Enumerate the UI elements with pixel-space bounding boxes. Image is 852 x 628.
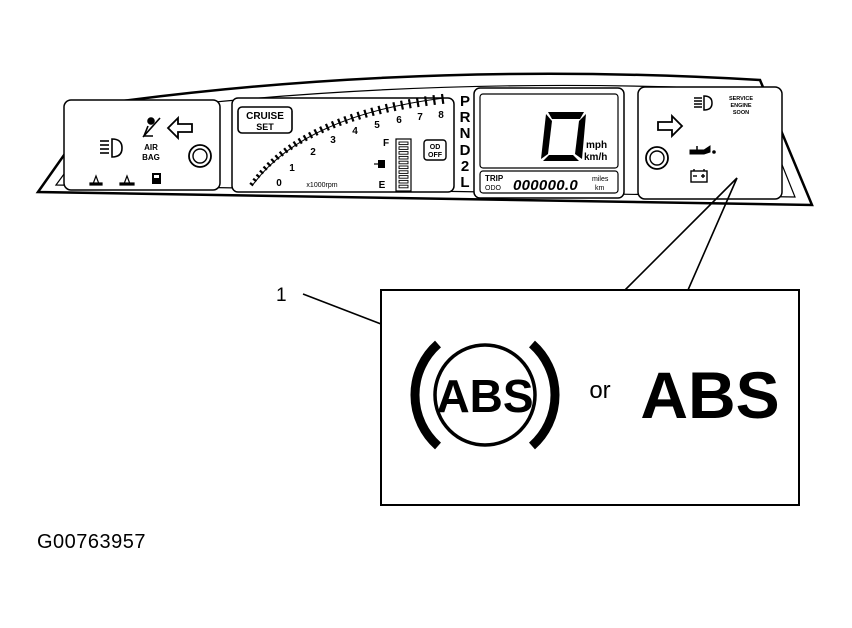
odo-unit-km: km — [595, 185, 605, 192]
fuel-segment — [398, 179, 409, 184]
abs-text-indicator: ABS — [640, 358, 779, 432]
right-panel-knob — [645, 146, 669, 170]
right-turn-arrow-icon — [657, 113, 684, 139]
gear-d: D — [460, 142, 471, 159]
high-beam-icon — [694, 95, 713, 111]
gear-selector-indicator: P R N D 2 L — [460, 93, 471, 191]
tach-number-8: 8 — [438, 110, 444, 121]
speed-unit-mph: mph — [586, 140, 607, 151]
fuel-segment — [398, 184, 409, 189]
service-engine-soon-line3: SOON — [733, 110, 749, 116]
tach-number-1: 1 — [289, 163, 295, 174]
tach-segment — [424, 96, 428, 107]
tach-segment — [283, 147, 289, 154]
odometer-value: 000000.0 — [513, 177, 578, 194]
abs-symbol-text: ABS — [436, 370, 533, 422]
fuel-bar-graph — [395, 138, 412, 192]
airbag-label-1: AIR — [144, 143, 158, 152]
fuel-segment — [398, 141, 409, 146]
left-panel-knob — [188, 144, 212, 168]
fuel-empty-label: E — [379, 180, 386, 191]
tach-unit-label: x1000rpm — [306, 182, 337, 189]
callout-number: 1 — [276, 285, 287, 306]
tach-segment — [337, 118, 342, 127]
tach-number-7: 7 — [417, 112, 423, 123]
tach-segment — [274, 154, 280, 160]
tach-segment — [287, 144, 294, 151]
callout-pointer — [624, 177, 738, 291]
tach-number-0: 0 — [276, 178, 282, 189]
tach-number-5: 5 — [374, 120, 380, 131]
left-indicator-panel — [63, 99, 221, 191]
gear-r: R — [460, 109, 471, 126]
speed-digit-segments — [541, 112, 586, 161]
fuel-segment — [398, 151, 409, 155]
airbag-icon — [142, 117, 161, 138]
figure-id: G00763957 — [37, 531, 147, 553]
tach-segment — [313, 128, 319, 136]
tach-segment — [432, 94, 436, 106]
trip-label: TRIP — [485, 174, 504, 183]
door-icon — [119, 174, 135, 186]
or-label: or — [589, 377, 610, 404]
set-label: SET — [256, 122, 274, 132]
tachometer-bar-graph — [249, 93, 445, 187]
tach-segment — [302, 134, 308, 142]
tach-segment — [308, 131, 314, 139]
od-off-indicator — [423, 139, 447, 161]
seatbelt-icon — [89, 174, 103, 186]
tach-segment — [324, 123, 330, 131]
fuel-segment — [398, 175, 409, 179]
battery-icon — [690, 169, 708, 183]
abs-right-bracket — [528, 340, 560, 450]
tach-segment — [292, 140, 298, 148]
cruise-label: CRUISE — [246, 111, 284, 122]
odometer-display — [479, 170, 619, 194]
speed-unit-kmh: km/h — [584, 152, 607, 163]
left-turn-arrow-icon — [166, 115, 193, 141]
tach-number-3: 3 — [330, 135, 336, 146]
gear-p: P — [460, 93, 470, 110]
right-indicator-panel — [637, 86, 783, 200]
gear-l: L — [460, 174, 469, 191]
fuel-segment — [398, 170, 409, 174]
airbag-label-2: BAG — [142, 153, 160, 162]
fuel-gauge-pump-icon — [374, 160, 385, 168]
fuel-pump-icon — [152, 173, 161, 184]
tach-segment — [278, 151, 284, 157]
tach-number-4: 4 — [352, 126, 358, 137]
tach-segment — [440, 93, 445, 105]
fuel-segment — [398, 155, 409, 160]
service-engine-soon-line2: ENGINE — [730, 103, 751, 109]
callout-leader-line — [302, 293, 382, 325]
cruise-set-indicator — [237, 106, 293, 134]
fuel-segment — [398, 146, 409, 150]
tach-segment — [297, 137, 303, 145]
od-label: OD — [430, 144, 441, 151]
abs-warning-symbol: ABS — [410, 340, 560, 450]
tach-number-6: 6 — [396, 115, 402, 126]
off-label: OFF — [428, 152, 443, 159]
fuel-segment — [398, 165, 409, 170]
headlamp-icon — [100, 138, 123, 158]
tach-number-2: 2 — [310, 147, 316, 158]
service-engine-soon-line1: SERVICE — [729, 96, 753, 102]
tach-band-outline — [251, 97, 445, 187]
gear-n: N — [460, 125, 471, 142]
oil-pressure-icon — [689, 145, 716, 155]
fuel-segment — [398, 160, 409, 165]
abs-left-bracket — [410, 340, 442, 450]
fuel-full-label: F — [383, 138, 389, 149]
gear-2: 2 — [461, 158, 469, 175]
odo-label: ODO — [485, 185, 502, 192]
odo-unit-miles: miles — [592, 176, 609, 183]
tach-segment — [319, 126, 325, 134]
abs-symbol-circle — [433, 343, 537, 447]
tach-segment — [330, 120, 336, 129]
